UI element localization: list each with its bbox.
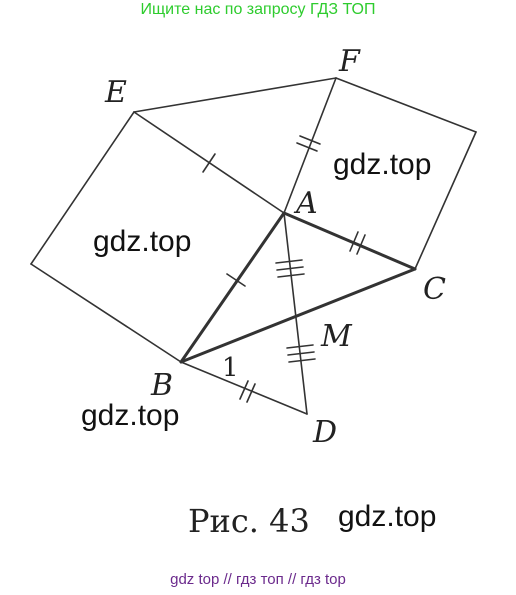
segment-ab: [179, 211, 286, 364]
tick-ab: [226, 273, 246, 287]
segment-fa: [283, 77, 337, 214]
tick-am-2: [276, 266, 304, 271]
tick-am-1: [275, 259, 303, 264]
watermark-4: gdz.top: [338, 500, 437, 533]
tick-bd-1: [239, 380, 249, 400]
label-c: C: [423, 272, 446, 307]
tick-md-2: [287, 351, 315, 356]
tick-md-1: [286, 344, 314, 349]
tick-md-3: [288, 358, 316, 363]
label-b: B: [150, 368, 173, 403]
segment-ad: [283, 212, 308, 415]
angle-label-1: 1: [222, 353, 239, 383]
segment-ac: [282, 211, 417, 271]
label-a: A: [293, 186, 318, 221]
segment-fc-outer-1: [335, 77, 477, 133]
watermark-1: gdz.top: [333, 148, 432, 181]
segment-eb-outer-2: [30, 263, 182, 363]
label-f: F: [338, 44, 361, 79]
tick-ac-2: [356, 234, 366, 255]
segment-eb-outer-1: [30, 111, 135, 265]
tick-ac-1: [349, 231, 359, 252]
segment-bc: [179, 267, 417, 364]
footer-banner: gdz top // гдз топ // гдз top: [170, 571, 346, 588]
tick-am-3: [277, 273, 305, 278]
tick-fa-1: [299, 135, 321, 145]
label-d: D: [312, 415, 337, 450]
tick-ea: [202, 153, 216, 173]
figure-caption: Рис. 43: [188, 502, 310, 540]
segment-fc-outer-2: [414, 131, 477, 270]
segment-ef: [133, 77, 337, 113]
header-banner: Ищите нас по запросу ГДЗ ТОП: [140, 1, 376, 18]
tick-bd-2: [246, 383, 256, 403]
tick-fa-2: [296, 142, 318, 152]
label-e: E: [104, 75, 127, 110]
label-m: M: [320, 319, 353, 354]
segment-bd: [180, 361, 308, 415]
watermark-2: gdz.top: [93, 225, 192, 258]
watermark-3: gdz.top: [81, 399, 180, 432]
